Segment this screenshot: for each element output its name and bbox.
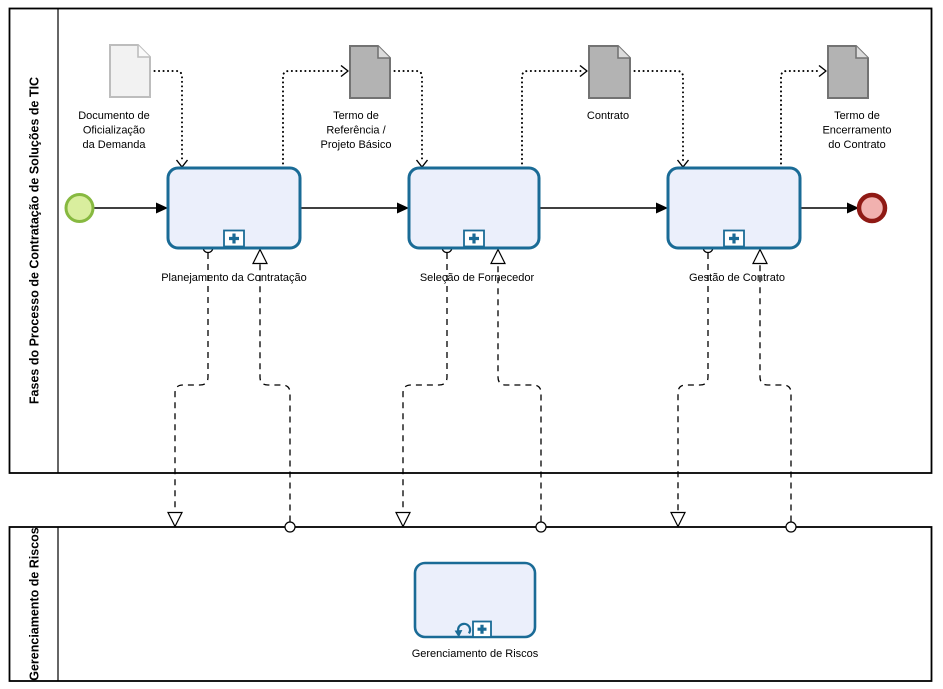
message-arrowhead-icon — [167, 511, 183, 528]
data-object-label-line: Referência / — [326, 125, 386, 137]
pool-title: Gerenciamento de Riscos — [28, 527, 42, 681]
message-flow-riscos-to-gestao — [752, 248, 797, 533]
data-object-label-line: Termo de — [834, 110, 880, 122]
data-object-label-line: Encerramento — [822, 125, 891, 137]
arrowhead-icon — [847, 202, 859, 214]
data-object-label-line: do Contrato — [828, 139, 885, 151]
end-event[interactable] — [856, 192, 888, 224]
task-shape[interactable] — [407, 166, 541, 250]
task-gerenciamento-de-riscos[interactable]: Gerenciamento de Riscos — [412, 561, 539, 660]
document-icon — [827, 45, 869, 99]
data-object-label-line: Contrato — [587, 110, 629, 122]
message-flow-riscos-to-selecao — [490, 248, 547, 533]
data-object-documento-de-oficializacao[interactable]: Documento de Oficialização da Demanda — [78, 44, 151, 151]
start-event[interactable] — [64, 193, 95, 223]
association-selecao-to-contrato — [521, 64, 588, 169]
message-source-dot — [535, 521, 547, 533]
arrowhead-icon — [397, 202, 409, 214]
open-arrowhead-icon — [579, 64, 588, 78]
message-arrowhead-icon — [252, 248, 268, 265]
message-source-dot — [785, 521, 797, 533]
data-object-label-line: Termo de — [333, 110, 379, 122]
task-label: Gestão de Contrato — [689, 272, 785, 284]
subprocess-plus-icon[interactable] — [723, 229, 745, 248]
data-object-label-line: Documento de — [78, 110, 150, 122]
task-gestao-de-contrato[interactable]: Gestão de Contrato — [666, 166, 802, 284]
message-arrowhead-icon — [395, 511, 411, 528]
task-label: Gerenciamento de Riscos — [412, 648, 539, 660]
data-object-contrato[interactable]: Contrato — [587, 45, 631, 122]
association-gestao-to-termo-encerramento — [780, 64, 827, 169]
document-fold-icon — [377, 46, 390, 59]
task-selecao-de-fornecedor[interactable]: Seleção de Fornecedor — [407, 166, 541, 284]
task-planejamento-da-contratacao[interactable]: Planejamento da Contratação — [161, 166, 307, 284]
subprocess-plus-icon[interactable] — [472, 620, 492, 638]
pool-title: Fases do Processo de Contratação de Solu… — [28, 77, 42, 404]
task-label: Planejamento da Contratação — [161, 272, 307, 284]
task-shape[interactable] — [166, 166, 302, 250]
open-arrowhead-icon — [340, 64, 349, 78]
message-arrowhead-icon — [670, 511, 686, 528]
data-object-label-line: da Demanda — [83, 139, 147, 151]
document-icon — [588, 45, 631, 99]
data-object-termo-de-encerramento[interactable]: Termo de Encerramento do Contrato — [822, 45, 892, 151]
document-fold-icon — [855, 46, 868, 59]
subprocess-plus-icon[interactable] — [463, 229, 485, 248]
document-fold-icon — [617, 46, 630, 59]
document-icon — [349, 45, 391, 99]
message-arrowhead-icon — [752, 248, 768, 265]
data-object-termo-de-referencia[interactable]: Termo de Referência / Projeto Básico — [321, 45, 392, 151]
arrowhead-icon — [656, 202, 668, 214]
data-object-label-line: Projeto Básico — [321, 139, 392, 151]
arrowhead-icon — [156, 202, 168, 214]
open-arrowhead-icon — [818, 64, 827, 78]
sequence-flow-start-to-planejamento — [93, 202, 168, 214]
message-arrowhead-icon — [490, 248, 506, 265]
sequence-flow-planejamento-to-selecao — [300, 202, 409, 214]
association-planejamento-to-termo-referencia — [282, 64, 349, 169]
message-source-dot — [284, 521, 296, 533]
sequence-flow-selecao-to-gestao — [539, 202, 668, 214]
task-label: Seleção de Fornecedor — [420, 272, 535, 284]
task-shape[interactable] — [666, 166, 802, 250]
loop-icon — [454, 622, 472, 638]
document-icon — [109, 44, 151, 98]
data-object-label-line: Oficialização — [83, 125, 145, 137]
subprocess-plus-icon[interactable] — [223, 229, 245, 248]
message-flow-riscos-to-planejamento — [252, 248, 296, 533]
sequence-flow-gestao-to-end — [800, 202, 859, 214]
document-fold-icon — [137, 45, 150, 58]
